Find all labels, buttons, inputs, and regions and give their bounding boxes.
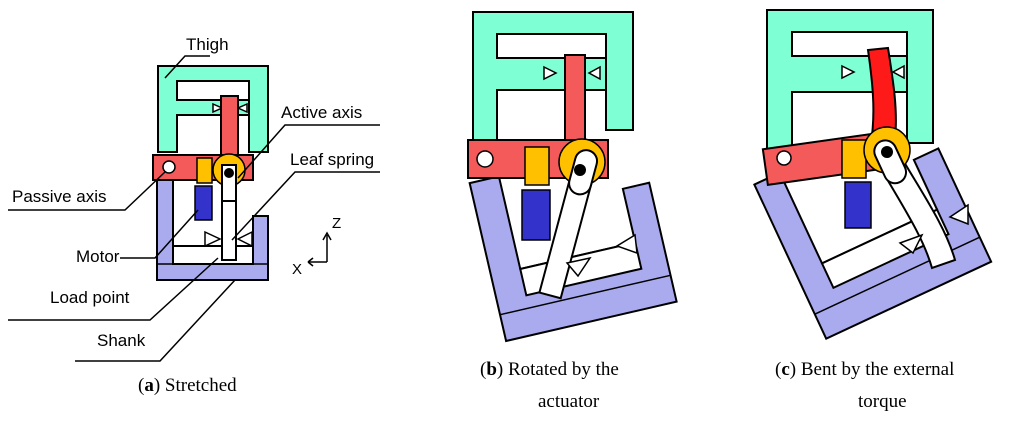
motor-cap [196,157,213,184]
thigh-frame [472,11,634,141]
caption-b-line1: (b) Rotated by the [480,359,619,380]
axis-x-label: X [292,261,302,278]
panel-c-bent: (c) Bent by the external torque [753,9,993,412]
coordinate-axes: Z X [292,215,341,278]
label-shank: Shank [97,331,146,350]
motor-cap [841,139,867,179]
label-thigh: Thigh [186,35,229,54]
axis-z-label: Z [332,215,341,232]
motor-body [521,189,551,241]
caption-b-line2: actuator [538,391,600,412]
label-motor: Motor [76,247,120,266]
motor-cap [524,146,550,186]
label-load-point: Load point [50,288,130,307]
label-active-axis: Active axis [281,103,362,122]
motor-body [194,185,213,221]
caption-c-line2: torque [858,391,907,412]
passive-axis-pin [776,150,792,166]
passive-axis-pin [162,160,176,174]
passive-axis-pin [476,150,494,168]
caption-c-line1: (c) Bent by the external [775,359,954,380]
red-link-vertical [220,95,239,159]
panel-b-rotated: (b) Rotated by the actuator [467,11,678,412]
label-passive-axis: Passive axis [12,187,106,206]
thigh-frame [766,9,934,151]
panel-a-stretched: Thigh Active axis Leaf spring Passive ax… [8,35,380,396]
label-leaf-spring: Leaf spring [290,150,374,169]
caption-a: (a) Stretched [138,375,237,396]
motor-body [844,181,872,229]
